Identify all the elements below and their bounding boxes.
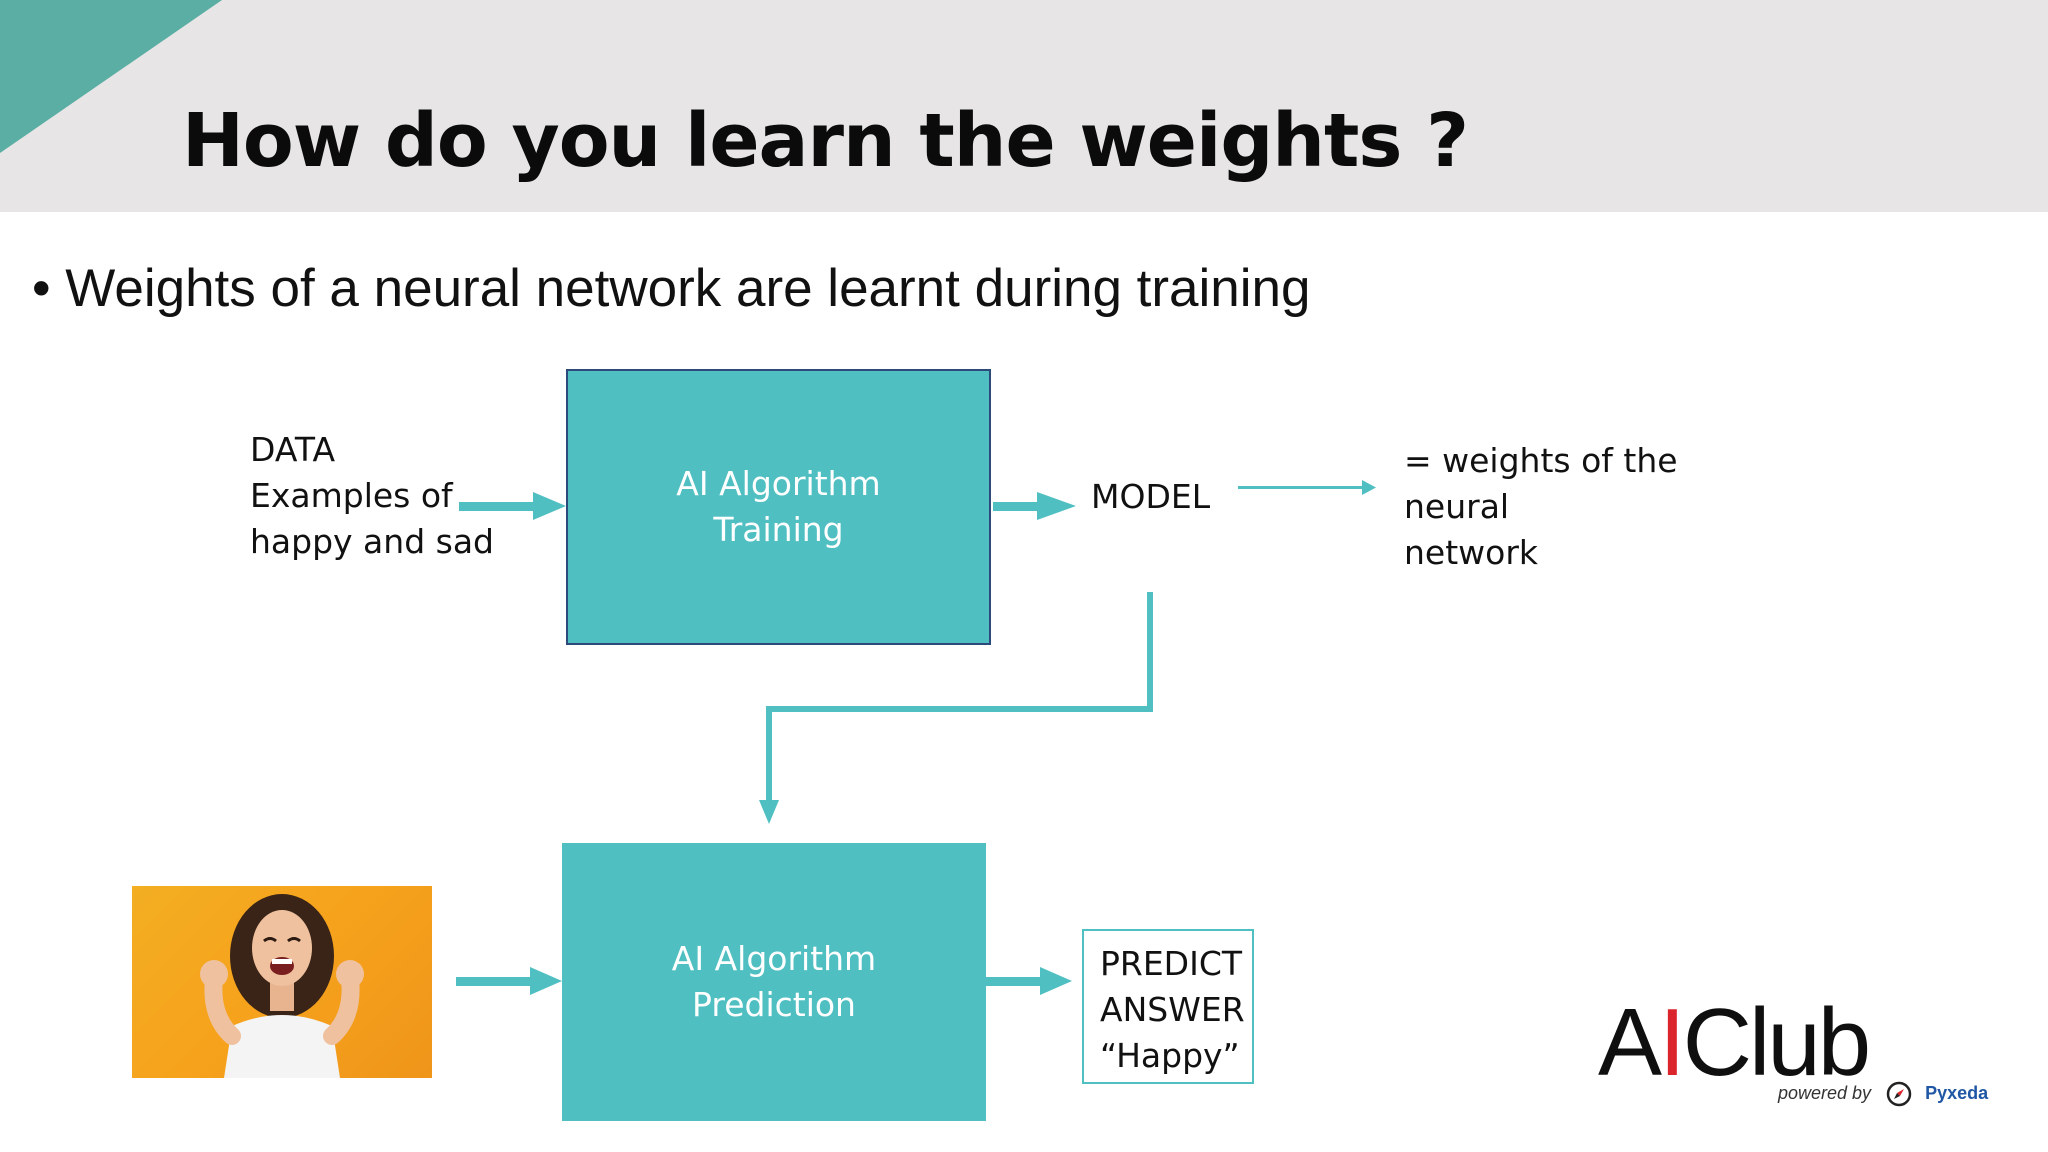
- arrow-training-to-model: [993, 492, 1076, 520]
- training-box: AI Algorithm Training: [566, 369, 991, 645]
- arrow-data-to-training: [459, 492, 566, 520]
- weights-label-line: = weights of the: [1404, 441, 1678, 480]
- training-box-line: AI Algorithm: [676, 464, 881, 503]
- arrow-prediction-to-answer: [986, 967, 1072, 995]
- prediction-box-line: AI Algorithm: [671, 939, 877, 978]
- data-label: DATA Examples of happy and sad: [250, 427, 494, 565]
- person-illustration: [200, 894, 364, 1078]
- pyxeda-text: Pyxeda: [1925, 1082, 1989, 1103]
- slide-header: [0, 0, 2048, 212]
- data-label-line: DATA: [250, 430, 336, 469]
- logo-letters: Club: [1682, 989, 1871, 1096]
- weights-label-line: network: [1404, 533, 1539, 572]
- aiclub-wordmark: AIClub: [1598, 995, 1871, 1091]
- answer-box-line: “Happy”: [1100, 1036, 1240, 1075]
- answer-box-line: ANSWER: [1100, 990, 1245, 1029]
- prediction-box: AI Algorithm Prediction: [562, 843, 986, 1121]
- weights-label: = weights of the neural network: [1404, 438, 1678, 576]
- arrow-model-to-weights: [1238, 480, 1376, 495]
- model-label: MODEL: [1091, 477, 1211, 516]
- aiclub-logo: AIClub powered by Pyxeda: [1598, 995, 1988, 1107]
- powered-by-text: powered by: [1778, 1082, 1872, 1103]
- data-label-line: happy and sad: [250, 522, 494, 561]
- prediction-box-line: Prediction: [692, 985, 856, 1024]
- arrow-image-to-prediction: [456, 967, 562, 995]
- bullet-point: • Weights of a neural network are learnt…: [32, 259, 1311, 318]
- answer-box: PREDICT ANSWER “Happy”: [1082, 929, 1254, 1084]
- logo-letter: A: [1598, 989, 1662, 1096]
- pyxeda-compass-icon: [1886, 1081, 1912, 1107]
- data-label-line: Examples of: [250, 476, 453, 515]
- training-box-line: Training: [713, 510, 844, 549]
- logo-subtitle: powered by Pyxeda: [1778, 1081, 1988, 1107]
- happy-person-image: [132, 886, 432, 1078]
- answer-box-line: PREDICT: [1100, 944, 1243, 983]
- arrow-model-to-prediction: [759, 592, 1153, 824]
- slide-title: How do you learn the weights ?: [182, 98, 1469, 184]
- corner-accent: [0, 0, 222, 153]
- weights-label-line: neural: [1404, 487, 1510, 526]
- logo-red-bar: I: [1659, 989, 1686, 1096]
